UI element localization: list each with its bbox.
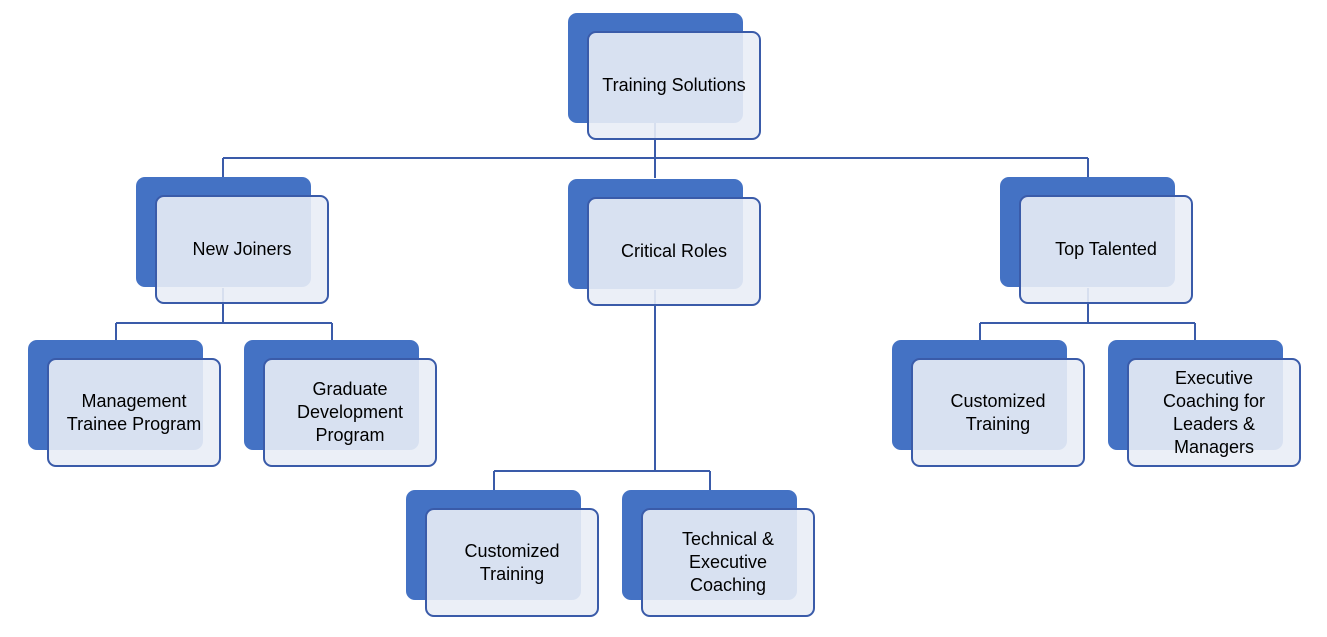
node-label: Customized Training <box>464 540 560 584</box>
node-top-talented: Top Talented <box>1000 177 1195 307</box>
node-label: Graduate Development Program <box>296 379 404 445</box>
node-label: Critical Roles <box>620 241 728 261</box>
node-label: Customized Training <box>950 390 1046 434</box>
node-card: Top Talented <box>1019 195 1193 304</box>
root-label: Training Solutions <box>602 75 746 95</box>
node-card: Customized Training <box>425 508 599 617</box>
root-node: Training Solutions <box>568 13 763 143</box>
node-label: New Joiners <box>192 239 292 259</box>
node-critical-roles: Critical Roles <box>568 179 763 309</box>
node-card: Critical Roles <box>587 197 761 306</box>
node-technical-executive-coaching: Technical & Executive Coaching <box>622 490 817 620</box>
node-executive-coaching-leaders-managers: Executive Coaching for Leaders & Manager… <box>1108 340 1303 470</box>
node-card: New Joiners <box>155 195 329 304</box>
node-card: Graduate Development Program <box>263 358 437 467</box>
node-label: Management Trainee Program <box>66 390 202 434</box>
node-new-joiners: New Joiners <box>136 177 331 307</box>
node-management-trainee-program: Management Trainee Program <box>28 340 223 470</box>
node-card: Customized Training <box>911 358 1085 467</box>
node-label: Executive Coaching for Leaders & Manager… <box>1162 367 1266 457</box>
node-graduate-development-program: Graduate Development Program <box>244 340 439 470</box>
node-critical-customized-training: Customized Training <box>406 490 601 620</box>
node-card: Management Trainee Program <box>47 358 221 467</box>
node-card: Technical & Executive Coaching <box>641 508 815 617</box>
node-card: Training Solutions <box>587 31 761 140</box>
node-card: Executive Coaching for Leaders & Manager… <box>1127 358 1301 467</box>
node-label: Technical & Executive Coaching <box>681 529 775 595</box>
node-talent-customized-training: Customized Training <box>892 340 1087 470</box>
node-label: Top Talented <box>1055 239 1157 259</box>
